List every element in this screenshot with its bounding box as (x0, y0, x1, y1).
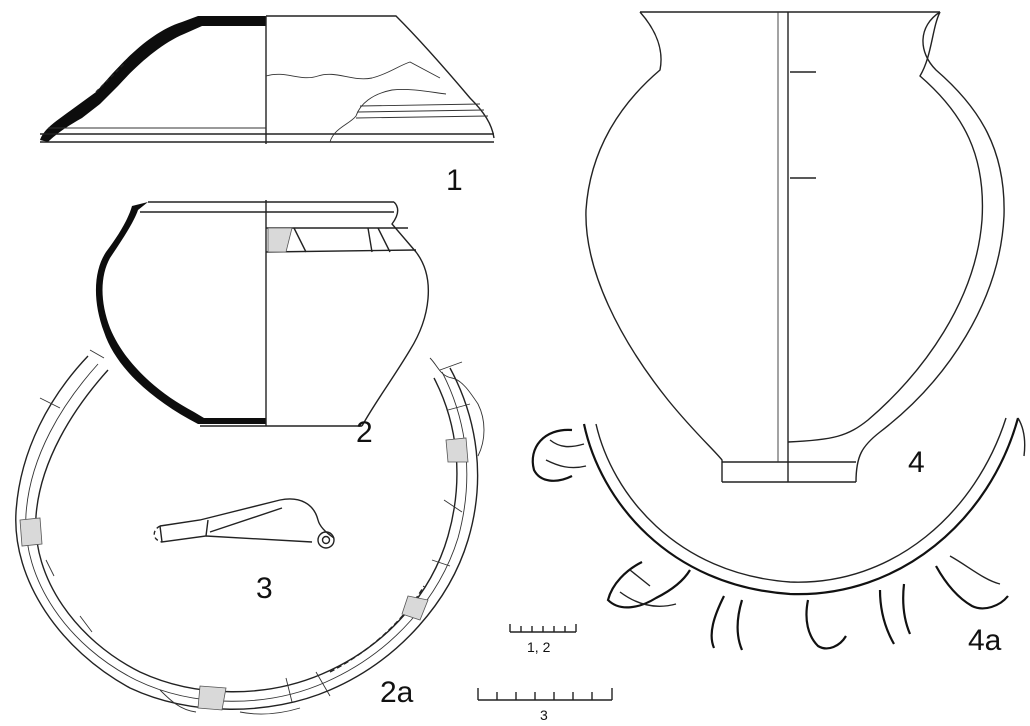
figure-2a-outer-edge (15, 355, 479, 710)
figure-4a-inner-ring (595, 417, 1007, 583)
figure-3-catch (159, 519, 209, 543)
figure-1-band-1 (359, 103, 481, 107)
figure-4a-root-4 (878, 583, 912, 645)
figure-4a-lug-left-lines (545, 439, 587, 469)
figure-2a-stipple-1 (19, 517, 43, 547)
figure-4a-drawing (531, 417, 1026, 651)
figure-3-label: 3 (256, 572, 273, 605)
figure-1-band-2 (357, 109, 485, 113)
figure-1-band-3 (355, 115, 489, 119)
figure-3-drawing (153, 498, 335, 549)
figure-2-band-bottom (265, 249, 417, 253)
figure-4a-lug-left (531, 428, 573, 482)
figure-2a-stipple-4 (401, 595, 429, 621)
figure-2-label: 2 (356, 416, 373, 449)
figure-3-bow-inner (209, 507, 283, 533)
figure-4-outline-right-inner (787, 11, 984, 443)
scale-bar-3 (477, 688, 613, 701)
figure-2-section (95, 202, 266, 424)
figure-4a-root-3 (805, 599, 847, 650)
figure-1-label: 1 (446, 164, 463, 197)
figure-4a-root-1 (606, 561, 691, 609)
scale-bar-1-2-label: 1, 2 (527, 639, 551, 655)
figure-4a-root-5-lines (949, 417, 1026, 585)
figure-1-section (40, 16, 266, 142)
figure-2a-stipple-3 (445, 437, 469, 463)
figure-1-drawing (40, 15, 495, 144)
scale-bar-3-label: 3 (540, 707, 548, 723)
figure-2a-restoration (329, 585, 425, 673)
figure-4a-label: 4a (968, 624, 1002, 657)
figure-1-outline (266, 15, 495, 139)
figure-3-spring-inner (321, 535, 331, 545)
figure-2a-mid-line (25, 363, 468, 702)
figure-1-fracture-2 (329, 89, 447, 143)
figure-4a-root-2 (710, 595, 744, 651)
figure-2a-breaks (159, 357, 485, 715)
figure-1-restoration (95, 61, 127, 93)
figure-4-outline-right-outer (855, 11, 1005, 483)
figure-2-outline (361, 201, 429, 427)
figure-4a-root-1-lines (619, 569, 677, 608)
figure-2a-cracks (39, 349, 471, 703)
figure-2a-drawing (15, 349, 485, 715)
figure-3-restoration (153, 525, 163, 543)
figure-4-drawing (585, 11, 1005, 483)
figure-4-label: 4 (908, 446, 925, 479)
figure-2-stipple (267, 227, 293, 253)
figure-2a-stipple-2 (197, 685, 227, 711)
figure-2-cross-2 (367, 227, 373, 253)
figure-3-spring-outer (317, 531, 335, 549)
figure-1-fracture-1 (265, 61, 441, 80)
figure-3-foot (205, 535, 313, 543)
figure-4a-outer-ring (582, 417, 1020, 596)
figure-2-cross-3 (377, 227, 391, 253)
scale-bar-1-2 (509, 624, 577, 633)
figure-2a-label: 2a (380, 676, 414, 709)
figure-3-bow (159, 498, 335, 539)
figure-4a-root-5 (935, 565, 1009, 610)
figure-2-cross-1 (293, 227, 307, 253)
figure-2-drawing (95, 200, 429, 427)
figure-4-outline-left (585, 11, 723, 482)
